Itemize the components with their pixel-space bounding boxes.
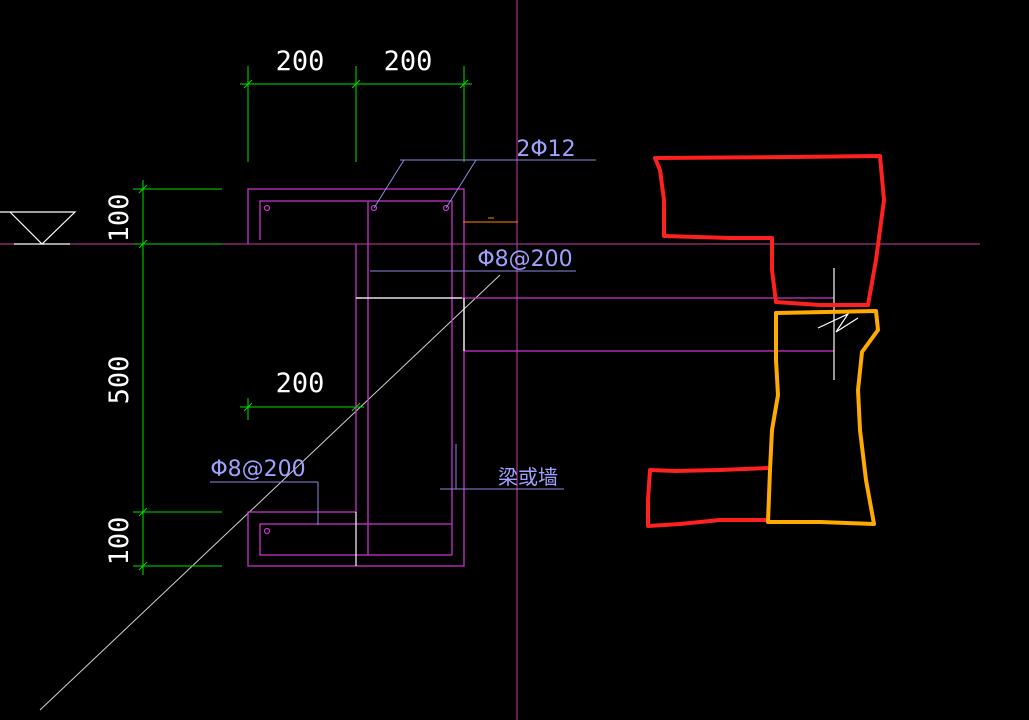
section-diagonal-line xyxy=(39,274,501,711)
note-stirrup-left: Φ8@200 xyxy=(210,457,305,482)
dim-middle-width: 200 xyxy=(276,368,325,399)
orange-tick-mark xyxy=(463,217,518,223)
red-markup-bottom xyxy=(646,466,769,528)
dim-top-left-width: 200 xyxy=(276,46,325,77)
white-construction-lines xyxy=(355,297,462,566)
dim-top-right-width: 200 xyxy=(384,46,433,77)
break-line-icon xyxy=(817,268,859,380)
note-top-rebar: 2Φ12 xyxy=(516,137,575,162)
dim-top-height: 100 xyxy=(104,194,135,243)
red-markup-top xyxy=(653,154,886,307)
orange-markup-middle xyxy=(766,309,880,526)
rebar-dots xyxy=(263,204,450,535)
dim-bottom-height: 100 xyxy=(104,517,135,566)
leader-lines xyxy=(210,159,596,525)
note-beam-or-wall: 梁或墙 xyxy=(498,465,558,489)
note-stirrup-right: Φ8@200 xyxy=(477,247,572,272)
elevation-triangle-icon xyxy=(0,211,77,245)
dim-middle-height: 500 xyxy=(104,356,135,405)
